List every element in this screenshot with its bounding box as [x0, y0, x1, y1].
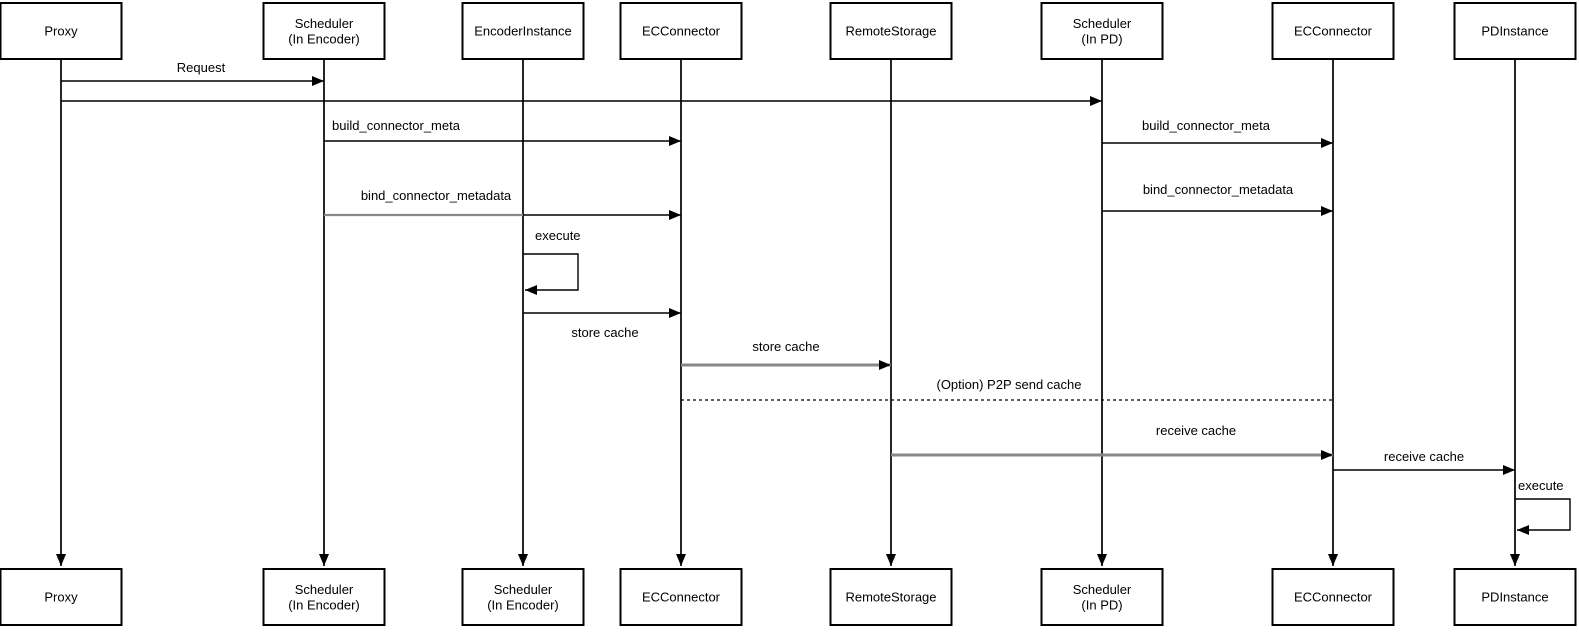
actor-top-encoder-instance: EncoderInstance [461, 2, 585, 60]
actor-bottom-encoder-instance: Scheduler(In Encoder) [461, 568, 585, 626]
message-label: receive cache [1384, 449, 1464, 464]
actor-box [461, 568, 585, 626]
message-receive-cache-pd: receive cache [1333, 449, 1515, 475]
actor-box [262, 568, 386, 626]
actor-label: Scheduler(In Encoder) [288, 16, 360, 47]
actor-label: ECConnector [642, 24, 721, 39]
actor-top-pd-instance: PDInstance [1453, 2, 1577, 60]
message-label: store cache [571, 325, 638, 340]
actor-box [619, 2, 743, 60]
message-label: bind_connector_metadata [1143, 182, 1294, 197]
message-bind-connector-metadata-right: bind_connector_metadata [1102, 182, 1333, 216]
lifelines-layer [56, 59, 1520, 566]
actor-box [619, 568, 743, 626]
message-label: store cache [752, 339, 819, 354]
message-build-connector-meta-left: build_connector_meta [324, 118, 681, 146]
actor-box [0, 2, 123, 60]
actor-box [1040, 2, 1164, 60]
actor-bottom-pd-instance: PDInstance [1453, 568, 1577, 626]
actor-box [829, 2, 953, 60]
actor-box [0, 568, 123, 626]
actor-label: PDInstance [1481, 590, 1548, 605]
actor-bottom-scheduler-encoder: Scheduler(In Encoder) [262, 568, 386, 626]
actor-label: RemoteStorage [845, 590, 936, 605]
actor-label: EncoderInstance [474, 24, 572, 39]
actor-label: ECConnector [1294, 590, 1373, 605]
actor-box [1271, 2, 1395, 60]
message-label: bind_connector_metadata [361, 188, 512, 203]
actor-top-scheduler-encoder: Scheduler(In Encoder) [262, 2, 386, 60]
actor-top-ec-connector-2: ECConnector [1271, 2, 1395, 60]
message-label: build_connector_meta [332, 118, 461, 133]
message-execute-encoder: execute [523, 228, 581, 295]
message-request: Request [61, 60, 324, 86]
self-message-arrow [523, 253, 579, 295]
message-option-p2p-send-cache: (Option) P2P send cache [681, 377, 1333, 401]
message-label: receive cache [1156, 423, 1236, 438]
actor-label: PDInstance [1481, 24, 1548, 39]
actor-bottom-remote-storage: RemoteStorage [829, 568, 953, 626]
actor-label: ECConnector [642, 590, 721, 605]
message-bind-connector-metadata-left: bind_connector_metadata [324, 188, 681, 220]
actor-box [262, 2, 386, 60]
messages-layer: Request build_connector_meta build_connect… [61, 60, 1571, 535]
message-receive-cache-ec2: receive cache [891, 423, 1333, 460]
actor-label: Scheduler(In Encoder) [487, 582, 559, 613]
actor-label: Scheduler(In Encoder) [288, 582, 360, 613]
actor-top-ec-connector-1: ECConnector [619, 2, 743, 60]
actor-bottom-ec-connector-1: ECConnector [619, 568, 743, 626]
actor-box [1271, 568, 1395, 626]
actor-top-scheduler-pd: Scheduler(In PD) [1040, 2, 1164, 60]
actor-box [1453, 568, 1577, 626]
actor-top-proxy: Proxy [0, 2, 123, 60]
message-label: (Option) P2P send cache [936, 377, 1081, 392]
message-store-cache-remote: store cache [681, 339, 891, 370]
actor-box [461, 2, 585, 60]
actor-box [1040, 568, 1164, 626]
actor-bottom-ec-connector-2: ECConnector [1271, 568, 1395, 626]
actor-label: RemoteStorage [845, 24, 936, 39]
actor-label: ECConnector [1294, 24, 1373, 39]
message-label: Request [177, 60, 226, 75]
actor-bottom-scheduler-pd: Scheduler(In PD) [1040, 568, 1164, 626]
actor-label: Scheduler(In PD) [1073, 582, 1132, 613]
actor-bottom-proxy: Proxy [0, 568, 123, 626]
message-label: execute [1518, 478, 1564, 493]
message-execute-pd: execute [1515, 478, 1571, 535]
message-store-cache-instance: store cache [523, 308, 681, 340]
actor-box [1453, 2, 1577, 60]
actor-top-remote-storage: RemoteStorage [829, 2, 953, 60]
message-label: build_connector_meta [1142, 118, 1271, 133]
actor-label: Scheduler(In PD) [1073, 16, 1132, 47]
actor-label: Proxy [44, 590, 78, 605]
message-label: execute [535, 228, 581, 243]
actor-box [829, 568, 953, 626]
actor-label: Proxy [44, 24, 78, 39]
message-build-connector-meta-right: build_connector_meta [1102, 118, 1333, 148]
self-message-arrow [1515, 498, 1571, 535]
